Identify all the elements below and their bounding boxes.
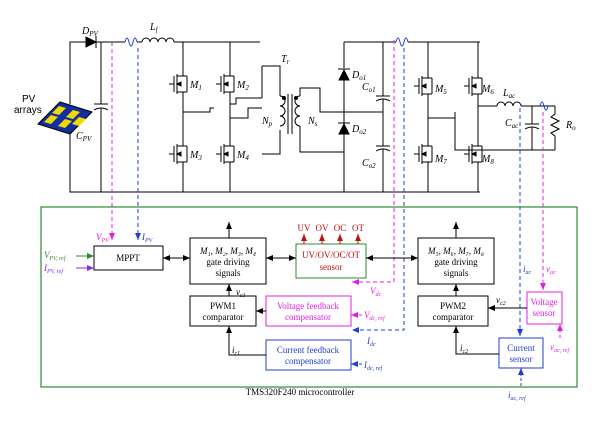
signal-labels: VPV IPV VPV, ref IPV, ref Vdc Vdc, ref I… — [43, 232, 570, 402]
ic1-label: ic1 — [232, 345, 240, 357]
gate2-line1: M₅, M₆, M₇, M₈ — [427, 246, 484, 256]
vsens-line2: sensor — [533, 308, 556, 318]
ic2-label: ic2 — [460, 343, 468, 355]
mosfet-switches — [169, 70, 483, 168]
ns-label: Ns — [307, 116, 318, 128]
cpv-label: CPV — [76, 131, 92, 143]
mosfet-switch-icon — [216, 140, 235, 168]
gate2-line3: signals — [443, 268, 468, 278]
lf-label: Lf — [149, 22, 159, 34]
gate1-line1: M₁, M₂, M₃, M₄ — [199, 246, 256, 256]
ipv-label: IPV — [141, 232, 154, 244]
mosfet-switch-icon — [169, 140, 188, 168]
m3-label: M3 — [189, 150, 202, 162]
microcontroller-boundary — [40, 206, 578, 388]
mosfet-switch-icon — [414, 140, 433, 168]
pwm2-line1: PWM2 — [440, 301, 466, 311]
fault-ot: OT — [352, 223, 364, 233]
vsens-line1: Voltage — [530, 297, 557, 307]
ipv-ref-label: IPV, ref — [43, 263, 64, 275]
transformer-primary — [279, 95, 286, 127]
inductor-lac — [496, 101, 522, 107]
vfb-line2: compensator — [285, 312, 331, 322]
mosfet-switch-icon — [169, 70, 188, 98]
m4-label: M4 — [236, 150, 249, 162]
idc-label: Idc — [366, 336, 376, 348]
vac-ref-label: vac, ref — [550, 342, 570, 354]
pv-label-2: arrays — [14, 105, 42, 116]
np-label: Np — [261, 116, 273, 128]
power-labels: PV arrays DPV Lf CPV M1 M2 M3 M4 Tr Np N… — [14, 22, 576, 170]
co2-label: Co2 — [362, 158, 376, 170]
controller-labels: MPPT M₁, M₂, M₃, M₄ gate driving signals… — [116, 223, 557, 397]
m5-label: M5 — [434, 84, 447, 96]
inductor-lf — [141, 37, 175, 43]
do1-label: Do1 — [351, 70, 366, 82]
ro-label: Ro — [565, 120, 576, 132]
gate1-line2: gate driving — [206, 257, 250, 267]
power-stage — [37, 36, 561, 193]
vdc-label: Vdc — [370, 286, 382, 298]
vfb-line1: Voltage feedback — [277, 301, 340, 311]
m2-label: M2 — [236, 80, 249, 92]
m8-label: M8 — [481, 154, 494, 166]
cac-label: Cac — [505, 118, 519, 130]
vpv-ref-label: VPV, ref — [44, 250, 67, 262]
current-probe-icon — [124, 37, 138, 47]
iac-ref-label: iac, ref — [508, 390, 527, 402]
cfb-line2: compensator — [285, 356, 331, 366]
dpv-label: DPV — [81, 26, 99, 38]
fault-uv: UV — [298, 223, 311, 233]
pwm1-line2: comparator — [203, 312, 244, 322]
lac-label: Lac — [502, 88, 516, 100]
ac-current-probe-icon — [539, 101, 549, 111]
vdc-ref-label: Vdc, ref — [364, 310, 386, 322]
pv-label-1: PV — [22, 94, 36, 105]
resistor-ro — [549, 106, 561, 150]
controller-title: TMS320F240 microcontroller — [246, 387, 355, 397]
pv-array-icon — [37, 101, 93, 135]
csens-line2: sensor — [510, 354, 533, 364]
csens-line1: Current — [507, 343, 535, 353]
fault-ov: OV — [316, 223, 329, 233]
do2-label: Do2 — [351, 124, 367, 136]
vc2-label: vc2 — [496, 295, 506, 307]
tr-label: Tr — [281, 54, 290, 66]
m6-label: M6 — [481, 84, 494, 96]
mosfet-switch-icon — [216, 70, 235, 98]
mosfet-switch-icon — [414, 72, 433, 100]
fault-oc: OC — [334, 223, 347, 233]
sensor-line1: UV/OV/OC/OT — [302, 250, 361, 260]
vac-label: vac — [546, 264, 556, 276]
transformer-secondary — [294, 95, 301, 127]
mosfet-switch-icon — [464, 140, 483, 168]
pwm1-line1: PWM1 — [210, 301, 236, 311]
vc1-label: vc1 — [236, 287, 246, 299]
idc-ref-label: Idc, ref — [363, 360, 383, 372]
m7-label: M7 — [434, 154, 447, 166]
co1-label: Co1 — [362, 82, 376, 94]
fault-sensor-block — [295, 243, 367, 279]
m1-label: M1 — [189, 80, 202, 92]
mosfet-switch-icon — [464, 72, 483, 100]
mppt-label: MPPT — [116, 253, 140, 263]
controller-arrows — [76, 222, 563, 386]
gate2-line2: gate driving — [434, 257, 478, 267]
vpv-label: VPV — [96, 232, 110, 244]
sensor-line2: sensor — [320, 262, 343, 272]
dc-current-probe-icon — [395, 37, 409, 47]
iac-label: iac — [523, 264, 532, 276]
pwm2-line2: comparator — [433, 312, 474, 322]
gate1-line3: signals — [215, 268, 240, 278]
cfb-line1: Current feedback — [277, 345, 340, 355]
